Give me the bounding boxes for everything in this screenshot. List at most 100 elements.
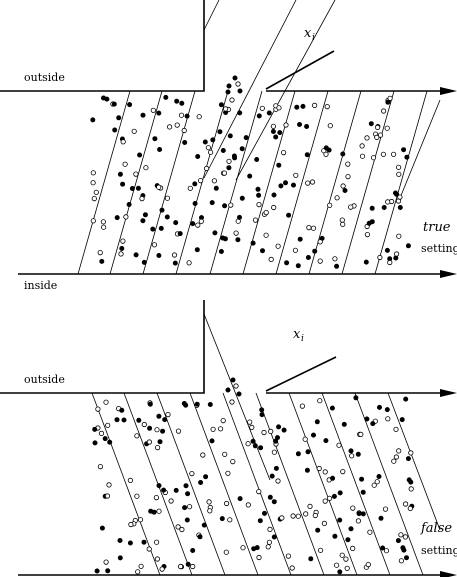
particle-hollow	[101, 224, 107, 230]
particle-filled	[217, 129, 223, 135]
particle-filled	[269, 473, 275, 479]
particle-hollow	[164, 195, 170, 201]
particle-hollow	[377, 254, 383, 261]
particle-filled	[184, 517, 190, 523]
particle-hollow	[311, 102, 318, 109]
particle-filled	[160, 428, 166, 434]
particle-hollow	[265, 544, 271, 550]
particle-hollow	[218, 426, 224, 432]
particle-hollow	[306, 225, 312, 231]
particle-hollow	[120, 139, 126, 145]
particle-filled	[239, 195, 245, 201]
particle-filled	[276, 162, 282, 168]
arrow-head-bottom-lower	[440, 571, 457, 577]
particle-filled	[273, 134, 279, 140]
particle-hollow	[120, 238, 126, 244]
particle-hollow	[332, 256, 338, 262]
particle-hollow	[358, 431, 364, 437]
particle-filled	[340, 151, 346, 157]
particle-hollow	[211, 178, 217, 184]
particle-filled	[90, 117, 96, 123]
particle-filled	[337, 569, 343, 575]
particle-hollow	[268, 256, 274, 262]
particle-filled	[237, 214, 243, 220]
particle-hollow	[210, 426, 216, 432]
hatch-line	[209, 90, 263, 275]
hatch-line	[354, 392, 424, 576]
x-i-indicator-line-true	[265, 50, 335, 90]
outside-boundary-true	[0, 0, 205, 92]
particle-filled	[363, 259, 369, 265]
hatch-line	[142, 90, 196, 275]
particle-filled	[190, 547, 196, 553]
particle-hollow	[317, 239, 323, 245]
particle-filled	[104, 96, 110, 102]
particle-hollow	[387, 95, 393, 101]
particle-hollow	[302, 436, 308, 442]
particle-hollow	[407, 505, 413, 511]
particle-filled	[271, 534, 277, 540]
particle-filled	[286, 212, 292, 218]
particle-hollow	[181, 127, 187, 134]
particle-hollow	[137, 517, 144, 523]
particle-filled	[102, 436, 108, 442]
particle-filled	[330, 475, 336, 481]
particle-filled	[360, 489, 366, 495]
particle-filled	[210, 137, 216, 143]
particle-filled	[198, 479, 204, 485]
particle-filled	[385, 99, 391, 105]
particle-hollow	[309, 179, 316, 185]
particle-filled	[172, 260, 178, 266]
particle-filled	[271, 499, 277, 505]
particle-filled	[179, 100, 185, 106]
particle-hollow	[95, 406, 101, 412]
particle-filled	[230, 377, 236, 383]
particle-hollow	[98, 430, 105, 436]
particle-filled	[273, 465, 279, 471]
particle-filled	[378, 515, 384, 521]
particle-hollow	[90, 180, 96, 186]
particle-filled	[392, 190, 398, 196]
particle-hollow	[187, 504, 193, 510]
particle-hollow	[322, 498, 328, 504]
particle-filled	[195, 154, 201, 160]
particle-hollow	[133, 171, 139, 177]
particle-filled	[156, 413, 162, 419]
hatch-line	[77, 90, 131, 275]
particle-filled	[201, 522, 207, 528]
particle-hollow	[393, 454, 399, 460]
hatch-line	[255, 392, 325, 576]
particle-hollow	[198, 178, 204, 184]
particle-filled	[271, 192, 277, 198]
particle-hollow	[334, 195, 340, 201]
particle-filled	[173, 220, 179, 226]
particle-filled	[192, 181, 198, 187]
particle-hollow	[345, 161, 351, 167]
particle-filled	[182, 505, 188, 511]
particle-hollow	[178, 563, 184, 570]
particle-hollow	[196, 114, 202, 120]
particle-hollow	[359, 143, 365, 149]
particle-hollow	[402, 501, 409, 507]
particle-hollow	[326, 495, 333, 501]
particle-filled	[404, 154, 410, 160]
particle-filled	[384, 247, 390, 253]
particle-hollow	[317, 258, 323, 264]
particle-hollow	[350, 505, 356, 511]
particle-hollow	[190, 563, 196, 570]
particle-filled	[119, 246, 125, 252]
particle-hollow	[154, 539, 160, 545]
particle-filled	[337, 517, 343, 523]
particle-hollow	[208, 149, 214, 155]
particle-hollow	[340, 221, 346, 227]
particle-hollow	[307, 503, 313, 509]
particle-filled	[142, 212, 148, 218]
particle-filled	[314, 419, 320, 425]
particle-hollow	[159, 566, 165, 572]
particle-filled	[114, 417, 120, 423]
particle-hollow	[387, 259, 393, 266]
particle-hollow	[271, 204, 277, 211]
particle-hollow	[263, 210, 269, 216]
particle-hollow	[256, 488, 262, 495]
